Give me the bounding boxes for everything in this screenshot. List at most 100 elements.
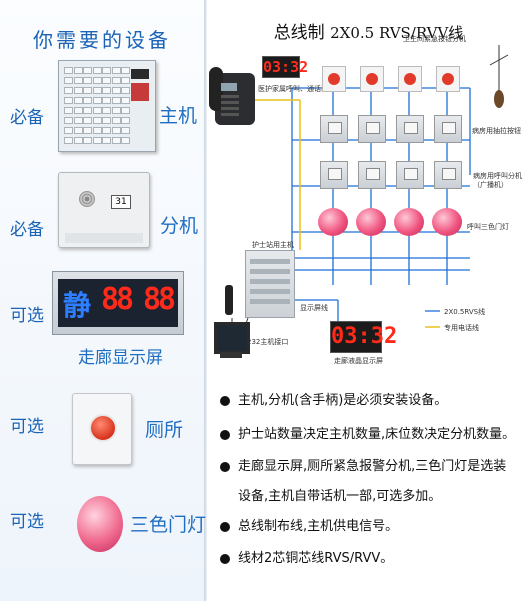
speaker-icon [79,191,95,207]
main-host-display [131,69,149,79]
host-key [83,127,92,134]
host-key [83,77,92,84]
tag-required-sub: 必备 [10,220,44,240]
bed-unit-r2-4 [434,161,462,189]
door-light-2 [356,208,386,236]
host-key [121,127,130,134]
host-key [92,77,102,84]
corridor-caption: 走廊液晶显示屏 [334,357,383,365]
corridor-digits-2: 88 [143,282,176,317]
corridor-display-image: 静 88 88 [52,271,184,335]
monitor-stand [220,352,242,358]
door-light-caption: 呼叫三色门灯 [467,223,509,231]
bed-unit-r2-2 [358,161,386,189]
host-key [111,97,121,104]
label-toilet: 厕所 [145,419,184,441]
host-key [111,77,121,84]
tag-required-host: 必备 [10,108,44,128]
host-key [121,117,130,124]
telephone-image [209,67,255,125]
host-key [102,97,111,104]
tag-optional-display: 可选 [10,306,44,326]
corridor-display-char: 静 [63,289,92,322]
host-key [73,107,83,114]
corridor-clock-display: 03:32 [330,321,397,353]
host-key [102,67,111,74]
host-key [121,77,130,84]
toilet-caption: 卫生间紧急按钮分机 [403,35,466,43]
host-key [102,137,111,144]
pull-cord-icon [489,45,509,108]
note-3: 走廊显示屏,厕所紧急报警分机,三色门灯是选装 [220,458,506,475]
host-key [102,117,111,124]
host-key [83,97,92,104]
host-key [121,87,130,94]
host-key [73,117,83,124]
note-2: 护士站数量决定主机数量,床位数决定分机数量。 [220,426,515,443]
host-key [83,117,92,124]
host-key [73,67,83,74]
bed-unit-r1-3 [396,115,424,143]
door-light-1 [318,208,348,236]
tag-optional-door-light: 可选 [10,512,44,532]
toilet-alarm-image [72,393,132,465]
legend-bus-line: 2X0.5RVS线 [444,308,486,316]
alarm-button-icon [89,414,117,442]
toilet-button-2 [360,66,384,92]
door-light-image [77,496,123,552]
telephone-handset [209,67,223,111]
host-key [102,107,111,114]
host-key [111,87,121,94]
telephone-screen [221,83,237,91]
host-key [102,87,111,94]
host-key [92,97,102,104]
telephone-keypad [221,95,239,117]
host-key [64,77,73,84]
tag-optional-toilet: 可选 [10,417,44,437]
host-key [73,87,83,94]
door-light-4 [432,208,462,236]
bullet-icon [220,461,230,472]
broadcast-caption: 病房用呼叫分机（广播机） [473,172,522,189]
bullet-icon [220,553,230,564]
bed-unit-r1-4 [434,115,462,143]
label-sub-unit: 分机 [160,215,199,237]
red-button-icon [328,73,340,85]
note-3-continued: 设备,主机自带话机一部,可选多加。 [238,489,442,504]
bullet-icon [220,521,230,532]
host-key [92,127,102,134]
host-key [64,97,73,104]
host-key [92,67,102,74]
note-5-text: 线材2芯铜芯线RVS/RVV。 [238,551,394,566]
diagram-title-spec: 2X0.5 RVS/RVV线 [330,24,464,42]
corridor-display-screen [58,279,178,327]
note-3-text: 走廊显示屏,厕所紧急报警分机,三色门灯是选装 [238,459,507,474]
sub-unit-image: 31 [58,172,150,248]
host-caption: 护士站用主机 [252,241,294,249]
host-key [64,127,73,134]
host-key [83,137,92,144]
door-light-3 [394,208,424,236]
label-door-light: 三色门灯 [130,514,207,536]
host-key [64,137,73,144]
toilet-button-3 [398,66,422,92]
host-key [73,77,83,84]
top-clock-display: 03:32 [262,56,309,78]
host-key [121,107,130,114]
toilet-button-1 [322,66,346,92]
host-key [83,107,92,114]
host-key [64,67,73,74]
phone-caption: 医护家属呼叫、通话装置 [258,85,335,93]
label-corridor-display: 走廊显示屏 [78,348,163,368]
host-key [111,137,121,144]
host-key [121,97,130,104]
host-key [92,107,102,114]
sub-unit-number: 31 [111,195,131,209]
computer-monitor-icon [214,322,250,354]
host-key [73,127,83,134]
panel-divider [204,0,207,601]
host-key [64,117,73,124]
bed-unit-r1-1 [320,115,348,143]
main-host-indicator [131,83,149,101]
host-key [102,127,111,134]
